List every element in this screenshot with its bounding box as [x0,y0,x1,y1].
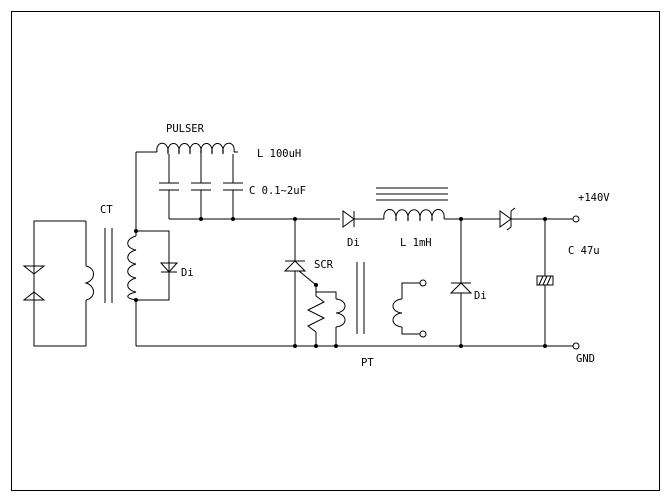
capacitor-bank [159,182,243,219]
ground-terminal [572,342,580,350]
capacitor-output [536,219,554,346]
inductor-series [376,187,500,222]
capacitor-bank-label: C 0.1~2uF [249,185,306,197]
scr-label: SCR [314,259,334,271]
diagram-border [11,11,660,491]
scr-thyristor [283,219,317,346]
gate-resistor [306,285,337,346]
ground-terminal-label: GND [576,353,595,365]
capacitor-output-label: C 47u [568,245,600,257]
inductor-series-label: L 1mH [400,237,432,249]
diode-shunt-label: Di [474,290,487,302]
ac-source-symbol [22,220,86,347]
diode-shunt [449,219,473,346]
pulse-transformer [335,262,427,338]
positive-terminal-label: +140V [578,192,610,204]
diode-series [342,210,384,228]
pt-label: PT [361,357,374,369]
ct-label: CT [100,204,113,216]
diode-ct-label: Di [181,267,194,279]
current-transformer [84,221,137,346]
positive-terminal [572,215,580,223]
diode-ct [159,262,179,273]
inductor-pulser [156,142,238,183]
pulser-label: PULSER [166,123,205,135]
zener-diode-output [499,207,573,231]
diode-series-label: Di [347,237,360,249]
inductor-pulser-label: L 100uH [257,148,301,160]
